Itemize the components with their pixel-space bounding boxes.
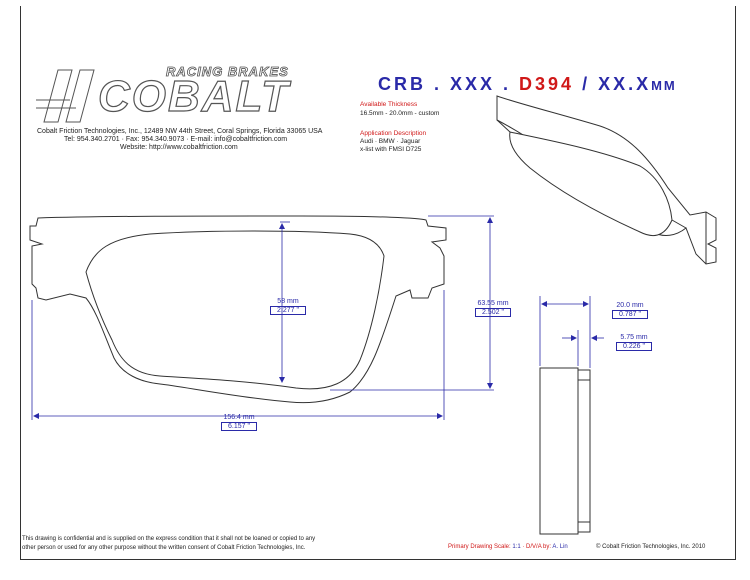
scale-value: 1:1 <box>512 544 521 550</box>
dim-156mm: 156.4 mm 6.157 " <box>214 414 264 431</box>
thickness-title: Available Thickness <box>360 101 418 108</box>
application-line2: x-list with FMSI D725 <box>360 146 422 153</box>
scale-label: Primary Drawing Scale: <box>448 544 511 550</box>
brand-tagline: RACING BRAKES <box>166 64 289 80</box>
copyright: © Cobalt Friction Technologies, Inc. 201… <box>596 544 706 550</box>
thickness-value: 16.5mm - 20.0mm - custom <box>360 110 440 117</box>
company-website: Website: http://www.cobaltfriction.com <box>120 144 238 151</box>
dim-58mm-inch: 2.277 " <box>270 306 306 315</box>
pad-side-view <box>539 367 591 535</box>
dim-63mm-value: 63.55 mm <box>477 300 509 307</box>
dim-63mm-inch: 2.502 " <box>475 308 511 317</box>
drawing-scale: Primary Drawing Scale: 1:1 · D/V/A by: A… <box>448 544 568 550</box>
drawing-sheet <box>20 6 736 560</box>
part-unit: MM <box>651 78 677 93</box>
dim-58mm: 58 mm 2.277 " <box>268 298 308 315</box>
dim-20mm-value: 20.0 mm <box>616 302 644 309</box>
disclaimer-line1: This drawing is confidential and is supp… <box>22 536 316 542</box>
disclaimer-line2: other person or used for any other purpo… <box>22 545 306 551</box>
cobalt-logo-slashes <box>36 69 95 123</box>
dim-58mm-value: 58 mm <box>277 298 299 305</box>
company-contact: Tel: 954.340.2701 · Fax: 954.340.9073 · … <box>64 136 288 143</box>
application-title: Application Description <box>360 130 427 137</box>
pad-front-view <box>29 215 447 404</box>
drawn-by-label: D/V/A by: <box>526 544 552 550</box>
dimension-lines <box>31 215 604 420</box>
dim-20mm-inch: 0.787 " <box>612 310 648 319</box>
part-code: D394 <box>519 74 575 94</box>
dim-575mm-value: 5.75 mm <box>620 334 648 341</box>
part-number: CRB . XXX . D394 / XX.XMM <box>378 74 677 95</box>
application-line1: Audi · BMW · Jaguar <box>360 138 421 145</box>
dim-63mm: 63.55 mm 2.502 " <box>470 300 516 317</box>
drawn-by-value: A. Lin <box>552 544 568 550</box>
dim-575mm-inch: 0.226 " <box>616 342 652 351</box>
pad-isometric-view <box>496 95 717 265</box>
company-address: Cobalt Friction Technologies, Inc., 1248… <box>37 128 323 135</box>
part-prefix: CRB . XXX . <box>378 74 520 94</box>
dim-20mm: 20.0 mm 0.787 " <box>610 302 650 319</box>
brand-name: COBALT <box>97 71 291 121</box>
dim-156mm-inch: 6.157 " <box>221 422 257 431</box>
dim-156mm-value: 156.4 mm <box>223 414 255 421</box>
dim-575mm: 5.75 mm 0.226 " <box>614 334 654 351</box>
part-suffix: / XX.X <box>574 74 652 94</box>
